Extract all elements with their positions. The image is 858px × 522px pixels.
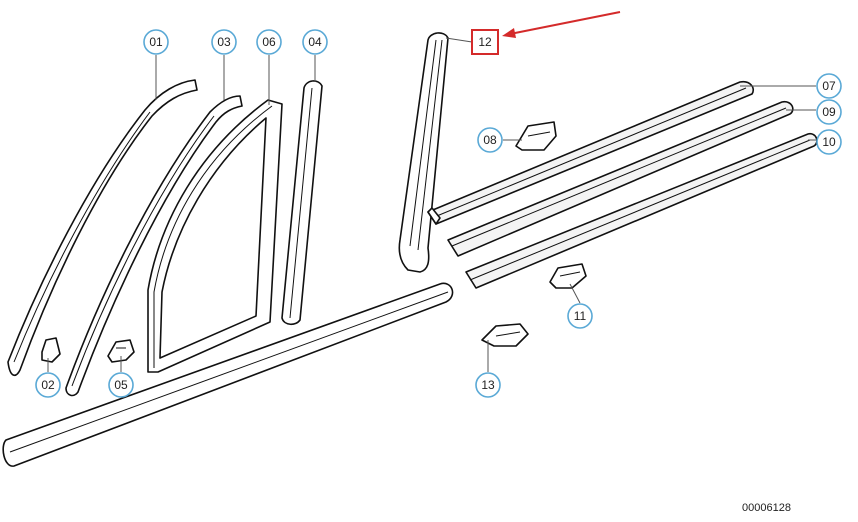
callout-03-label: 03 [217,35,231,49]
part-02-clip [41,337,61,363]
part-13-clip [481,323,529,347]
part-06-frame-seal [147,99,283,373]
callout-04[interactable]: 04 [302,29,328,55]
callout-08-label: 08 [483,133,497,147]
callout-06-label: 06 [262,35,276,49]
part-11-clip [549,263,587,289]
callout-06[interactable]: 06 [256,29,282,55]
callout-02[interactable]: 02 [35,372,61,398]
callout-12-label: 12 [478,35,492,49]
part-05-clip [107,339,135,363]
callout-09-label: 09 [822,105,836,119]
highlight-arrow [502,11,621,38]
callout-02-label: 02 [41,378,55,392]
callout-13[interactable]: 13 [475,372,501,398]
part-09-door-seal [447,100,794,257]
callout-10-label: 10 [822,135,836,149]
part-01-strip [7,79,198,376]
part-07-door-seal [427,80,755,225]
part-10-door-seal [465,132,818,289]
callout-07-label: 07 [822,79,836,93]
document-id: 00006128 [742,502,791,514]
callout-07[interactable]: 07 [816,73,842,99]
part-12-pillar-strip [398,32,449,273]
callout-10[interactable]: 10 [816,129,842,155]
callout-01-label: 01 [149,35,163,49]
callout-11[interactable]: 11 [567,303,593,329]
part-03-strip [65,95,243,397]
leader-lines [47,37,816,372]
part-08-clip [515,121,557,151]
callout-01[interactable]: 01 [143,29,169,55]
callout-08[interactable]: 08 [477,127,503,153]
callout-03[interactable]: 03 [211,29,237,55]
callout-05-label: 05 [114,378,128,392]
callout-13-label: 13 [481,378,495,392]
callout-11-label: 11 [574,309,587,323]
callout-05[interactable]: 05 [108,372,134,398]
part-04-strip [281,80,323,326]
callout-09[interactable]: 09 [816,99,842,125]
callout-04-label: 04 [308,35,322,49]
part-bottom-moulding [2,282,454,467]
callout-12-highlight[interactable]: 12 [471,29,499,55]
